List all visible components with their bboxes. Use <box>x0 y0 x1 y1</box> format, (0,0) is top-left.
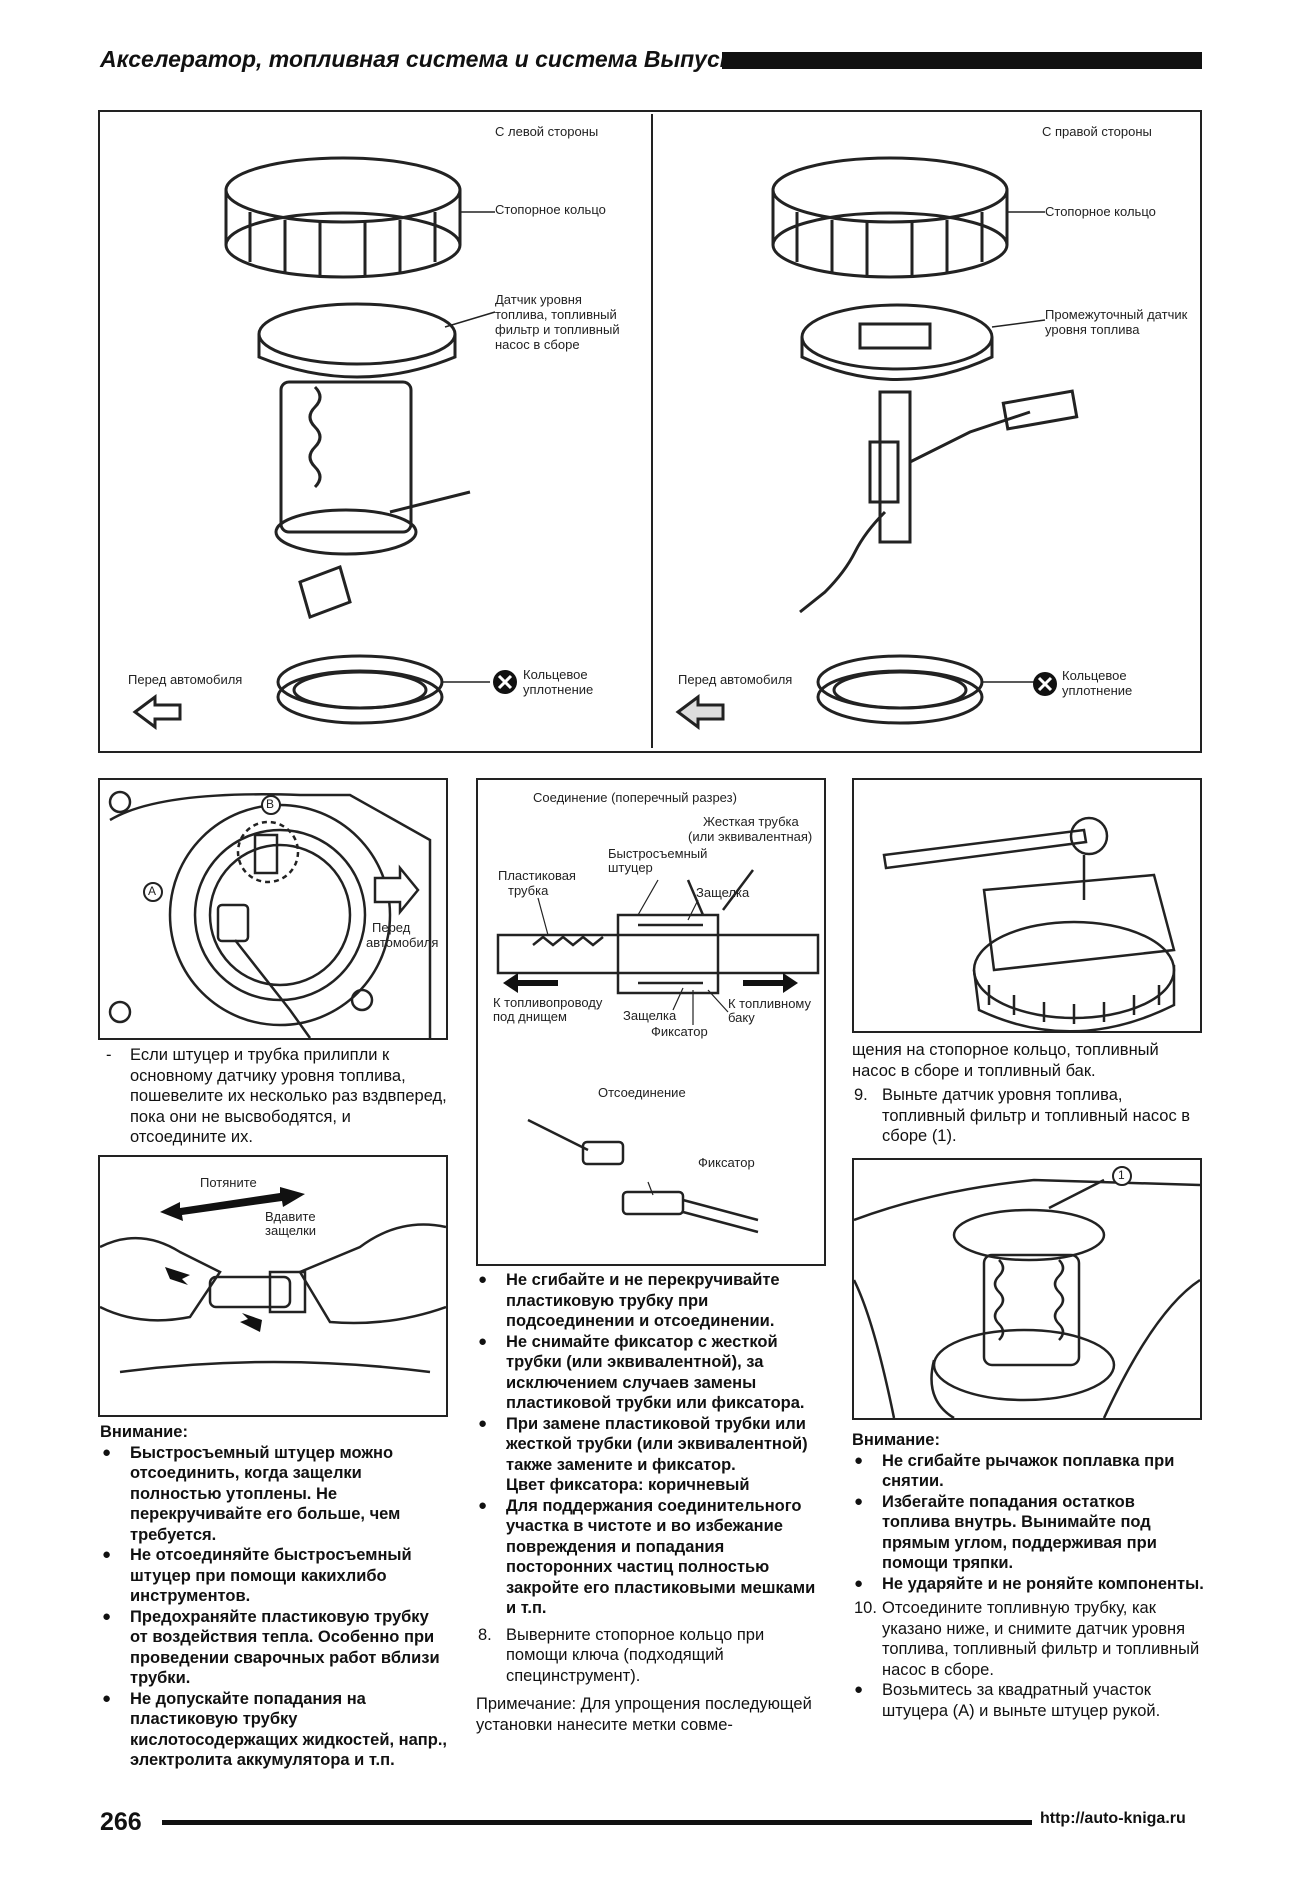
column-1-attention: Внимание: Быстросъемный штуцер можно отс… <box>100 1422 450 1771</box>
label-rigid-1: Жесткая трубка <box>703 814 799 829</box>
pull-double-arrow-icon <box>160 1187 305 1221</box>
label-left-sensor-3: фильтр и топливный <box>495 322 620 337</box>
figure-tank-top-view: B A Перед автомобиля <box>98 778 448 1040</box>
label-retainer-2: Фиксатор <box>698 1155 755 1170</box>
dash-paragraph: Если штуцер и трубка прилипли к основном… <box>100 1045 450 1148</box>
label-left-sensor-2: топлива, топливный <box>495 307 617 322</box>
attention-bullet: Быстросъемный штуцер можно отсоединить, … <box>100 1443 450 1546</box>
label-front-2: автомобиля <box>366 935 439 950</box>
front-arrow-icon <box>132 694 182 730</box>
label-left-ring: Стопорное кольцо <box>495 202 606 217</box>
label-right-front: Перед автомобиля <box>678 672 793 687</box>
label-front-1: Перед <box>372 920 411 935</box>
hands-drawing <box>100 1187 446 1374</box>
discard-x-icon <box>493 670 517 694</box>
page-number: 266 <box>100 1808 142 1836</box>
step-10: 10. Отсоедините топливную трубку, как ука… <box>852 1598 1204 1680</box>
retainer-color-line: Цвет фиксатора: коричневый <box>506 1476 750 1494</box>
bullet: Не снимайте фиксатор с жесткой трубки (и… <box>476 1332 828 1414</box>
figure-wrench-ring <box>852 778 1202 1033</box>
front-arrow-icon <box>675 694 725 730</box>
header-rule <box>722 52 1202 69</box>
label-to-line-1: К топливопроводу <box>493 995 603 1010</box>
marker-b: B <box>266 797 275 811</box>
label-left-sensor-1: Датчик уровня <box>495 292 582 307</box>
label-pull: Потяните <box>200 1175 257 1190</box>
label-right-seal-1: Кольцевое <box>1062 668 1127 683</box>
step-text: Выверните стопорное кольцо при помощи кл… <box>506 1625 765 1685</box>
figure-connector-section: Соединение (поперечный разрез) Жесткая т… <box>476 778 826 1266</box>
label-right-ring: Стопорное кольцо <box>1045 204 1156 219</box>
label-left-front: Перед автомобиля <box>128 672 243 687</box>
arrow-right-icon <box>743 973 798 993</box>
label-push-2: защелки <box>265 1223 317 1238</box>
label-to-line-2: под днищем <box>493 1009 567 1024</box>
label-retainer: Фиксатор <box>651 1024 708 1039</box>
note-paragraph: Примечание: Для упрощения последующей ус… <box>476 1695 812 1734</box>
tank-top-drawing <box>108 790 432 1038</box>
footer-rule <box>162 1820 1032 1825</box>
step-text: Отсоедините топливную трубку, как указан… <box>882 1599 1200 1679</box>
label-rigid-2: (или эквивалентная) <box>688 829 813 844</box>
bullet: Возьмитесь за квадратный участок штуцера… <box>852 1680 1204 1721</box>
step-number: 10. <box>854 1599 877 1617</box>
attention-bullet: Не отсоединяйте быстросъемный штуцер при… <box>100 1545 450 1607</box>
column-3-text-top: щения на стопорное кольцо, топливный нас… <box>852 1040 1204 1147</box>
push-arrow-icon <box>165 1267 190 1285</box>
label-right-sensor-2: уровня топлива <box>1045 322 1140 337</box>
bullet: Для поддержания соединительного участка … <box>476 1496 828 1619</box>
column-1-intro: Если штуцер и трубка прилипли к основном… <box>100 1045 450 1148</box>
arrow-left-icon <box>503 973 558 993</box>
label-left-seal-1: Кольцевое <box>523 667 588 682</box>
discard-x-icon <box>1033 672 1057 696</box>
label-quick-1: Быстросъемный <box>608 846 708 861</box>
label-to-tank-1: К топливному <box>728 996 812 1011</box>
attention-bullet: Избегайте попадания остатков топлива вну… <box>852 1492 1204 1574</box>
attention-bullet: Не сгибайте рычажок поплавка при снятии. <box>852 1451 1204 1492</box>
label-left-side: С левой стороны <box>495 124 599 139</box>
front-arrow-icon <box>373 864 420 916</box>
label-right-side: С правой стороны <box>1042 124 1152 139</box>
label-quick-2: штуцер <box>608 860 653 875</box>
label-right-seal-2: уплотнение <box>1062 683 1133 698</box>
step-8: 8. Выверните стопорное кольцо при помощи … <box>476 1625 828 1687</box>
marker-a: A <box>148 884 157 898</box>
label-disconnection: Отсоединение <box>598 1085 686 1100</box>
sensor-removal-drawing <box>854 1166 1200 1418</box>
label-right-sensor-1: Промежуточный датчик <box>1045 307 1188 322</box>
label-left-sensor-4: насос в сборе <box>495 337 580 352</box>
page-header-title: Акселератор, топливная система и система… <box>100 46 745 72</box>
continued-paragraph: щения на стопорное кольцо, топливный нас… <box>852 1041 1159 1080</box>
footer-url-link[interactable]: http://auto-kniga.ru <box>1040 1810 1186 1827</box>
attention-heading: Внимание: <box>100 1423 188 1441</box>
step-9: 9. Выньте датчик уровня топлива, топливны… <box>852 1085 1204 1147</box>
label-plastic-2: трубка <box>508 883 549 898</box>
figure-hands-disconnect: Потяните Вдавите защелки <box>98 1155 448 1417</box>
column-2-text: Не сгибайте и не перекручивайте пластико… <box>476 1270 828 1735</box>
attention-bullet: Предохраняйте пластиковую трубку от возд… <box>100 1607 450 1689</box>
figure-sensor-removal: 1 <box>852 1158 1202 1420</box>
step-number: 9. <box>854 1086 868 1104</box>
label-plastic-1: Пластиковая <box>498 868 576 883</box>
label-left-seal-2: уплотнение <box>523 682 594 697</box>
label-push-1: Вдавите <box>265 1209 316 1224</box>
label-latch: Защелка <box>696 885 750 900</box>
attention-heading: Внимание: <box>852 1431 940 1449</box>
push-arrow-icon <box>240 1313 262 1332</box>
step-number: 8. <box>478 1625 492 1644</box>
bullet: При замене пластиковой трубки или жестко… <box>476 1414 828 1476</box>
wrench-drawing <box>882 816 1176 1031</box>
label-latch-2: Защелка <box>623 1008 677 1023</box>
attention-bullet: Не допускайте попадания на пластиковую т… <box>100 1689 450 1771</box>
label-to-tank-2: баку <box>728 1010 755 1025</box>
connector-drawing <box>496 869 820 1234</box>
bullet: Не сгибайте и не перекручивайте пластико… <box>476 1270 828 1332</box>
step-text: Выньте датчик уровня топлива, топливный … <box>882 1086 1191 1145</box>
column-3-attention: Внимание: Не сгибайте рычажок поплавка п… <box>852 1430 1204 1721</box>
label-section-title: Соединение (поперечный разрез) <box>533 790 737 805</box>
attention-bullet: Не ударяйте и не роняйте компоненты. <box>852 1574 1204 1595</box>
figure-fuel-pump-exploded: С левой стороны Стопорное кольцо Датчик … <box>98 110 1202 753</box>
exploded-view-drawing <box>132 114 1079 748</box>
callout-1: 1 <box>1118 1168 1125 1182</box>
